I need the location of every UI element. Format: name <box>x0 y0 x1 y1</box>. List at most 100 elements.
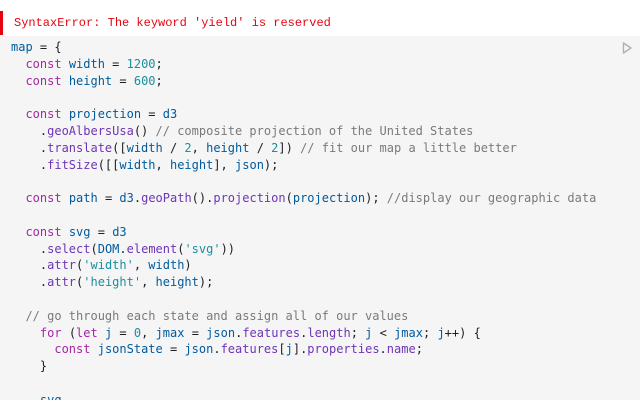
code-token: () <box>133 123 156 138</box>
code-line: ​ <box>11 291 596 308</box>
code-token: const <box>25 73 62 88</box>
code-token: = <box>97 191 120 206</box>
code-token: d3 <box>119 191 134 206</box>
code-token: 1200 <box>126 56 156 71</box>
code-line: ​ <box>11 207 596 224</box>
code-line: const svg = d3 <box>11 224 596 241</box>
code-line: const projection = d3 <box>11 106 596 123</box>
run-cell-button[interactable] <box>620 41 634 55</box>
code-token: = { <box>32 40 62 54</box>
code-line: const height = 600; <box>11 73 596 90</box>
code-token: / <box>249 140 272 155</box>
code-line: // go through each state and assign all … <box>11 308 596 325</box>
code-token: width <box>119 157 156 172</box>
code-token <box>11 326 40 340</box>
code-token <box>11 57 25 71</box>
code-token: 0 <box>133 325 142 340</box>
code-token <box>98 326 105 340</box>
code-token <box>11 342 54 356</box>
code-token: . <box>379 342 387 357</box>
code-token: . <box>300 325 308 340</box>
code-token <box>62 57 69 71</box>
code-token: ); <box>198 275 214 290</box>
code-token <box>62 191 69 205</box>
code-token: ([[ <box>97 157 120 172</box>
code-token: 2 <box>184 140 192 155</box>
code-token: . <box>11 140 48 155</box>
code-token: . <box>213 342 221 357</box>
code-token: geoPath <box>141 191 192 206</box>
code-token: ) <box>184 258 192 273</box>
code-token <box>11 309 25 323</box>
code-token: height <box>206 140 250 155</box>
code-line: .translate([width / 2, height / 2]) // f… <box>11 140 596 157</box>
code-token: attr <box>47 258 77 273</box>
code-token: d3 <box>162 107 178 122</box>
code-token <box>11 393 40 400</box>
code-token: = <box>104 56 127 71</box>
code-token: const <box>25 107 62 122</box>
code-line: const jsonState = json.features[j].prope… <box>11 341 596 358</box>
code-line: ​ <box>11 375 596 392</box>
code-token: ; <box>350 325 366 340</box>
code-token: ; <box>422 325 438 340</box>
code-token: . <box>11 258 48 273</box>
code-token: jsonState <box>97 342 163 357</box>
code-cell[interactable]: map = { const width = 1200; const height… <box>0 36 640 400</box>
code-token: . <box>11 123 48 138</box>
code-token: = <box>141 107 163 122</box>
code-token: ++) { <box>444 325 481 340</box>
code-token: // go through each state and assign all … <box>25 308 409 323</box>
code-line: ​ <box>11 173 596 190</box>
code-token: = <box>184 325 207 340</box>
code-token: 'height' <box>83 275 142 290</box>
code-line: svg <box>11 392 596 400</box>
code-token: const <box>25 224 62 239</box>
code-token: let <box>76 325 98 340</box>
code-token: (). <box>191 191 214 206</box>
code-token: 'width' <box>83 258 134 273</box>
code-token: width <box>126 140 163 155</box>
code-token: , <box>155 157 170 172</box>
code-token: 2 <box>271 140 279 155</box>
code-line: } <box>11 358 596 375</box>
code-token: ); <box>365 191 387 206</box>
code-token: json <box>235 157 264 172</box>
code-token: //display our geographic data <box>386 191 597 206</box>
code-token: j <box>437 325 445 340</box>
code-token: ( <box>76 275 84 290</box>
code-token: // fit our map a little better <box>300 140 517 155</box>
code-token: svg <box>68 224 91 239</box>
code-token: d3 <box>112 224 127 239</box>
code-token: ], <box>213 157 236 172</box>
code-token: // composite projection of the United St… <box>155 123 474 138</box>
code-token: json <box>184 342 214 357</box>
code-editor[interactable]: map = { const width = 1200; const height… <box>11 39 596 400</box>
code-token: ([ <box>112 140 127 155</box>
code-token: jmax <box>155 325 185 340</box>
code-token: for <box>39 325 62 340</box>
code-token: jmax <box>394 325 423 340</box>
code-token <box>62 225 69 239</box>
code-token: ); <box>263 157 279 172</box>
code-line: .fitSize([[width, height], json); <box>11 157 596 174</box>
code-token: ( <box>76 258 84 273</box>
code-token <box>62 74 69 88</box>
code-token: ( <box>90 241 98 256</box>
code-line: const path = d3.geoPath().projection(pro… <box>11 190 596 207</box>
code-token: } <box>11 359 48 374</box>
code-token: j <box>104 325 113 340</box>
code-token: width <box>68 56 105 71</box>
code-token: height <box>169 157 214 172</box>
code-token: ; <box>155 73 163 88</box>
code-token: length <box>307 325 351 340</box>
code-token: , <box>191 140 207 155</box>
code-line: for (let j = 0, jmax = json.features.len… <box>11 325 596 342</box>
code-token: translate <box>47 140 113 155</box>
code-line: .geoAlbersUsa() // composite projection … <box>11 123 596 140</box>
code-token: select <box>47 241 91 256</box>
code-line: .attr('height', height); <box>11 274 596 291</box>
code-token: projection <box>213 191 286 206</box>
code-token: / <box>162 140 185 155</box>
code-token: json <box>206 325 236 340</box>
